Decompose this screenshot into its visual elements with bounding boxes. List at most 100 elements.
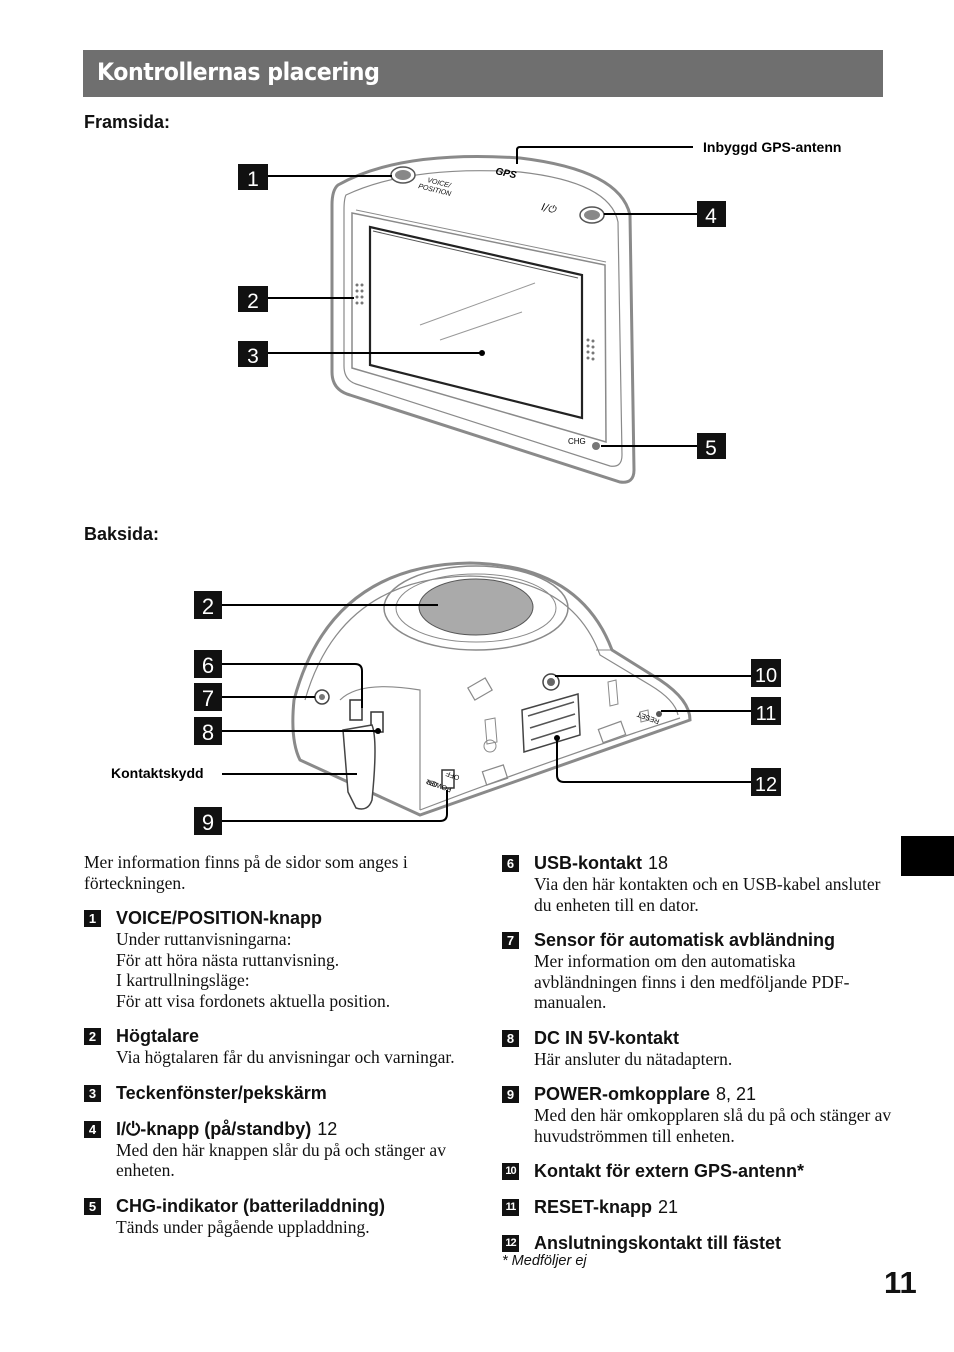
front-callout-1: 1 <box>238 164 268 191</box>
gps-antenna-label: Inbyggd GPS-antenn <box>703 139 841 155</box>
gps-print: GPS <box>494 166 517 181</box>
svg-text:4: 4 <box>705 205 717 228</box>
svg-text:9: 9 <box>202 810 214 835</box>
item-title: RESET-knapp <box>534 1197 653 1217</box>
svg-text:10: 10 <box>755 665 777 687</box>
section-banner: Kontrollernas placering <box>83 50 883 97</box>
item-title: DC IN 5V-kontakt <box>534 1027 680 1048</box>
item-title: Kontakt för extern GPS-antenn* <box>534 1161 805 1181</box>
item-number-badge: 4 <box>84 1120 101 1138</box>
item-heading: 5 CHG-indikator (batteriladdning) <box>84 1195 474 1217</box>
svg-text:7: 7 <box>202 686 214 711</box>
list-item: 10 Kontakt för extern GPS-antenn* <box>502 1160 892 1182</box>
back-callout-6: 6 <box>194 650 222 678</box>
svg-text:12: 12 <box>755 774 777 796</box>
left-column: Mer information finns på de sidor som an… <box>84 852 474 1237</box>
svg-text:1: 1 <box>247 168 259 191</box>
power-symbol-print: I/⏻ <box>540 202 557 216</box>
item-title: Högtalare <box>116 1026 200 1046</box>
svg-text:2: 2 <box>247 290 259 313</box>
svg-text:2: 2 <box>202 594 214 619</box>
item-number-badge: 5 <box>84 1197 101 1215</box>
item-title: Teckenfönster/pekskärm <box>116 1082 327 1103</box>
item-number-badge: 7 <box>502 932 519 949</box>
list-item: 3 Teckenfönster/pekskärm <box>84 1082 474 1104</box>
item-page-ref: 21 <box>658 1197 679 1217</box>
item-title: CHG-indikator (batteriladdning) <box>116 1195 385 1216</box>
item-description: För att höra nästa ruttanvisning. <box>116 949 340 970</box>
back-callout-10: 10 <box>751 659 781 687</box>
item-page-ref: 8, 21 <box>716 1084 757 1104</box>
item-description: För att visa fordonets aktuella position… <box>116 990 391 1011</box>
footnote: * Medföljer ej <box>502 1253 587 1269</box>
back-callout-7: 7 <box>194 683 222 711</box>
item-heading: 1 VOICE/POSITION-knapp <box>84 907 474 929</box>
list-item: 5 CHG-indikator (batteriladdning)Tänds un… <box>84 1195 474 1238</box>
item-description: Här ansluter du nätadaptern. <box>534 1048 733 1069</box>
svg-text:6: 6 <box>202 653 214 678</box>
front-callout-3: 3 <box>238 341 268 368</box>
back-callout-2: 2 <box>194 591 222 619</box>
item-title: Sensor för automatisk avbländning <box>534 930 836 950</box>
back-callout-8: 8 <box>194 717 222 745</box>
side-tab-marker <box>901 836 954 876</box>
item-title: Anslutningskontakt till fästet <box>534 1233 782 1253</box>
item-number-badge: 2 <box>84 1028 101 1045</box>
item-heading: 8 DC IN 5V-kontakt <box>502 1027 892 1049</box>
item-description: Under ruttanvisningarna: <box>116 929 292 949</box>
on-print: ON <box>426 778 438 788</box>
svg-text:3: 3 <box>247 345 259 368</box>
item-description: Med den här knappen slår du på och stäng… <box>116 1139 446 1181</box>
item-page-ref: 12 <box>317 1118 338 1139</box>
item-heading: 4 I/⏻-knapp (på/standby)12 <box>84 1118 474 1140</box>
item-number-badge: 10 <box>502 1163 519 1180</box>
front-heading: Framsida: <box>84 112 171 132</box>
back-callout-11: 11 <box>751 697 781 725</box>
back-heading: Baksida: <box>84 524 160 544</box>
svg-text:11: 11 <box>756 703 777 725</box>
page-title: Kontrollernas placering <box>97 58 380 86</box>
item-number-badge: 3 <box>84 1084 101 1102</box>
item-number-badge: 9 <box>502 1086 519 1103</box>
item-heading: 7 Sensor för automatisk avbländning <box>502 929 892 951</box>
item-page-ref: 18 <box>648 853 669 873</box>
page-number: 11 <box>884 1265 917 1300</box>
connector-cover-label: Kontaktskydd <box>111 765 204 781</box>
item-title: USB-kontakt <box>534 853 643 873</box>
item-number-badge: 1 <box>84 910 101 927</box>
front-callout-5: 5 <box>697 433 726 460</box>
item-description: Via högtalaren får du anvisningar och va… <box>116 1047 455 1067</box>
item-description: Mer information om den automatiska avblä… <box>534 951 850 1012</box>
item-title: VOICE/POSITION-knapp <box>116 908 323 928</box>
item-heading: 2 Högtalare <box>84 1025 474 1047</box>
item-title: POWER-omkopplare <box>534 1084 711 1104</box>
item-heading: 3 Teckenfönster/pekskärm <box>84 1082 474 1104</box>
item-number-badge: 8 <box>502 1029 519 1047</box>
item-description: Via den här kontakten och en USB-kabel a… <box>534 874 881 915</box>
item-title: I/⏻-knapp (på/standby) <box>116 1118 312 1139</box>
item-number-badge: 6 <box>502 855 519 872</box>
front-callout-4: 4 <box>697 201 726 228</box>
front-callout-2: 2 <box>238 286 268 313</box>
chg-print: CHG <box>568 437 586 446</box>
item-description: Med den här omkopplaren slå du på och st… <box>534 1105 892 1146</box>
item-description: Tänds under pågående uppladdning. <box>116 1216 370 1237</box>
svg-text:8: 8 <box>202 720 214 745</box>
svg-text:5: 5 <box>705 437 717 460</box>
